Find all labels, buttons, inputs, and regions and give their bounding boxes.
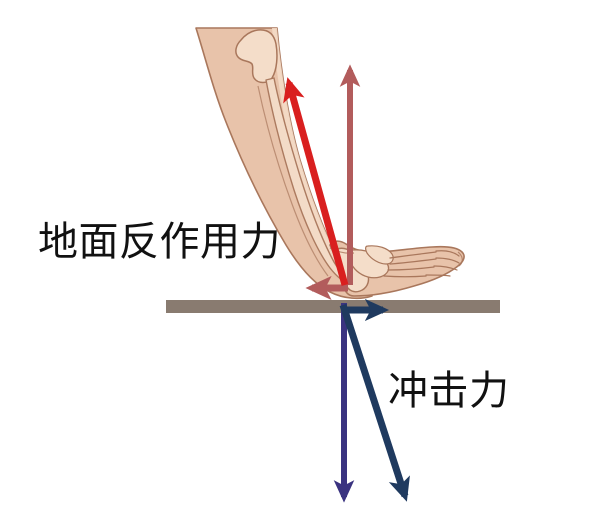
ground-reaction-force-arrows	[283, 64, 361, 301]
ground-reaction-force-resultant-arrow	[283, 77, 349, 286]
fibula-line	[257, 85, 329, 277]
metatarsal-bones	[383, 251, 437, 278]
ground-reaction-force-label: 地面反作用力	[38, 219, 281, 265]
impact-force-arrows	[333, 298, 410, 503]
impact-force-resultant-arrow	[339, 303, 410, 502]
impact-force-label: 冲击力	[388, 368, 510, 414]
toe-tip-contour	[457, 251, 463, 267]
phalanges-toe-bones	[425, 250, 460, 277]
leg-anatomy-group	[195, 27, 465, 300]
navicular-bone	[365, 245, 394, 265]
ground-surface-line	[166, 300, 500, 313]
knee-tibial-plateau-bone	[235, 29, 278, 84]
